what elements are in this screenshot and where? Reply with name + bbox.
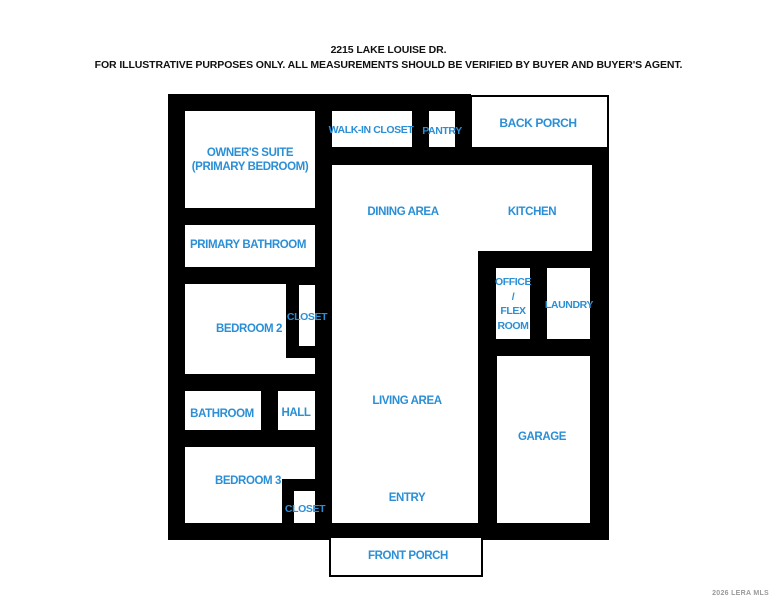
label-walk-in-closet: WALK-IN CLOSET bbox=[328, 124, 414, 136]
watermark: 2026 LERA MLS bbox=[712, 590, 769, 597]
label-kitchen: KITCHEN bbox=[507, 206, 557, 218]
back-porch-inner bbox=[473, 97, 607, 147]
label-back-porch: BACK PORCH bbox=[499, 116, 577, 130]
bathroom bbox=[185, 391, 261, 430]
bedroom-3-lower bbox=[185, 479, 282, 523]
label-garage: GARAGE bbox=[517, 431, 567, 443]
label-primary-bathroom: PRIMARY BATHROOM bbox=[189, 239, 307, 251]
label-closet-bedroom-2: CLOSET bbox=[286, 311, 328, 323]
east-wall-notch bbox=[592, 147, 609, 355]
label-office-line4: ROOM bbox=[497, 319, 529, 332]
bedroom-2 bbox=[185, 284, 286, 374]
label-owners-suite-line1: OWNER'S SUITE bbox=[206, 147, 294, 159]
label-pantry: PANTRY bbox=[422, 125, 462, 137]
laundry bbox=[547, 268, 590, 339]
label-bedroom-2: BEDROOM 2 bbox=[215, 323, 283, 335]
label-owners-suite: OWNER'S SUITE (PRIMARY BEDROOM) bbox=[192, 146, 309, 174]
address-title: 2215 LAKE LOUISE DR. bbox=[330, 44, 447, 56]
label-office-line2: / bbox=[511, 290, 515, 303]
bedroom-3 bbox=[185, 447, 315, 479]
label-owners-suite-line2: (PRIMARY BEDROOM) bbox=[191, 161, 309, 173]
label-bedroom-3: BEDROOM 3 bbox=[214, 475, 282, 487]
closet-bedroom-2 bbox=[299, 285, 315, 346]
label-closet-bedroom-3: CLOSET bbox=[284, 503, 326, 515]
label-hall: HALL bbox=[281, 407, 311, 419]
label-dining-area: DINING AREA bbox=[367, 206, 439, 218]
exterior-gap bbox=[609, 147, 619, 357]
owners-suite bbox=[185, 111, 315, 208]
label-entry: ENTRY bbox=[388, 492, 426, 504]
primary-bathroom bbox=[185, 225, 315, 267]
label-office-line3: FLEX bbox=[500, 305, 526, 317]
label-bathroom: BATHROOM bbox=[190, 408, 254, 420]
label-office-flex-room: OFFICE / FLEX ROOM bbox=[494, 275, 532, 333]
dining-kitchen-area bbox=[332, 165, 592, 251]
bedroom-2-strip bbox=[286, 358, 315, 374]
label-living-area: LIVING AREA bbox=[372, 395, 442, 407]
label-laundry: LAUNDRY bbox=[544, 299, 594, 311]
label-front-porch: FRONT PORCH bbox=[368, 550, 448, 562]
garage bbox=[497, 356, 590, 523]
hall bbox=[278, 391, 315, 430]
living-area bbox=[332, 251, 478, 523]
front-porch bbox=[329, 538, 483, 577]
disclaimer-text: FOR ILLUSTRATIVE PURPOSES ONLY. ALL MEAS… bbox=[94, 59, 683, 71]
walk-in-closet bbox=[332, 111, 412, 147]
label-office-line1: OFFICE bbox=[494, 276, 532, 288]
closet-bedroom-3 bbox=[294, 491, 315, 523]
pantry bbox=[429, 111, 455, 147]
office-flex-room bbox=[496, 268, 530, 339]
